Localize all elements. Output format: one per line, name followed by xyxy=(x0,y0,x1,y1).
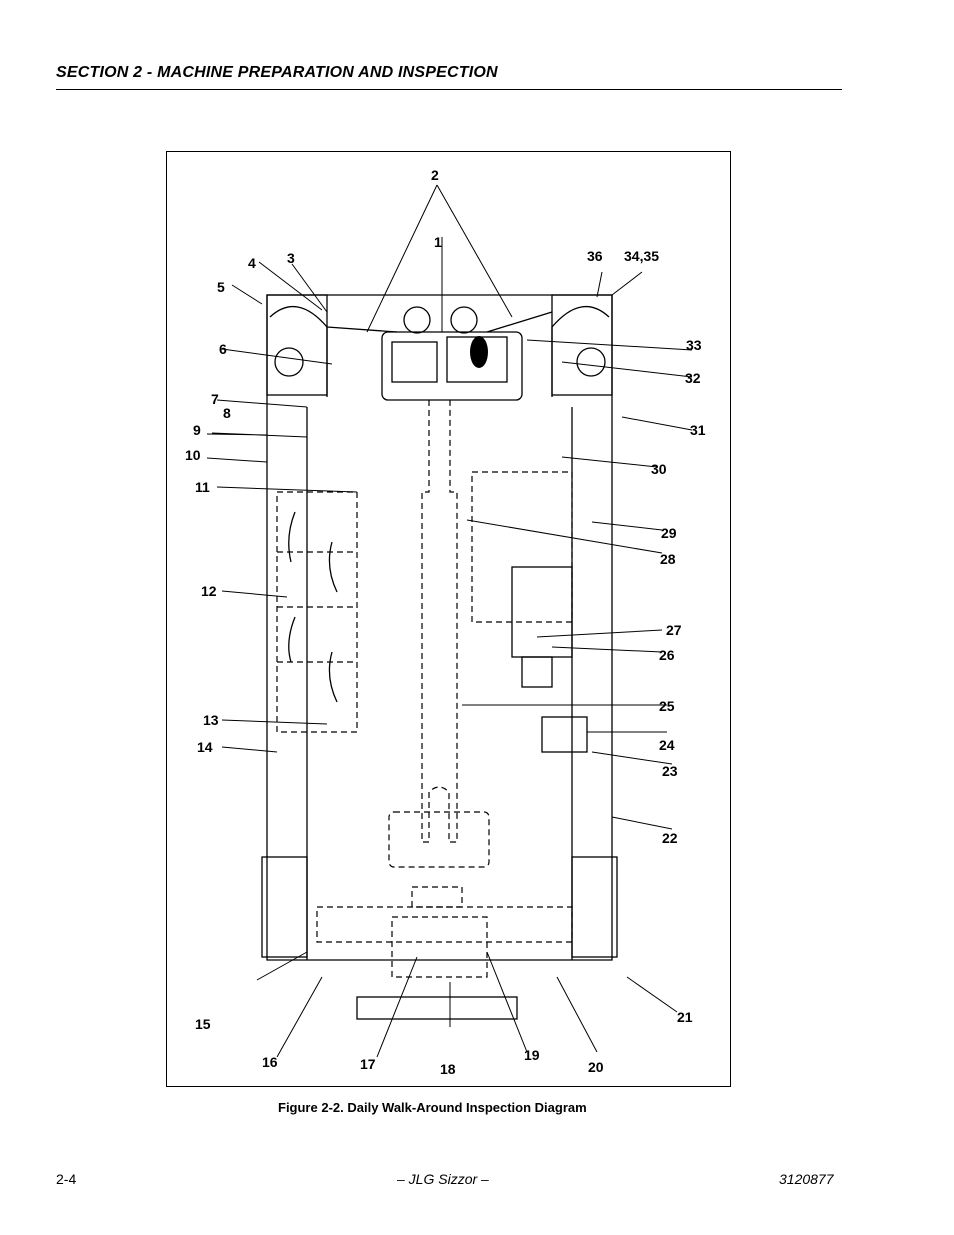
figure-caption: Figure 2-2. Daily Walk-Around Inspection… xyxy=(278,1100,587,1115)
frame-rails xyxy=(306,407,573,960)
control-box xyxy=(381,331,523,401)
callout-31: 31 xyxy=(690,422,706,438)
callout-34-35: 34,35 xyxy=(624,248,659,264)
callout-24: 24 xyxy=(659,737,675,753)
callout-15: 15 xyxy=(195,1016,211,1032)
callout-27: 27 xyxy=(666,622,682,638)
callout-33: 33 xyxy=(686,337,702,353)
callout-5: 5 xyxy=(217,279,225,295)
callout-7: 7 xyxy=(211,391,219,407)
callout-16: 16 xyxy=(262,1054,278,1070)
callout-22: 22 xyxy=(662,830,678,846)
callout-14: 14 xyxy=(197,739,213,755)
chassis-outline xyxy=(266,294,613,961)
callout-11: 11 xyxy=(195,479,210,495)
right-front-wheel xyxy=(576,347,606,377)
callout-23: 23 xyxy=(662,763,678,779)
rear-axle xyxy=(316,906,573,943)
header-rule xyxy=(56,89,842,90)
callout-25: 25 xyxy=(659,698,675,714)
callout-12: 12 xyxy=(201,583,217,599)
right-rear-wheel xyxy=(571,856,618,958)
callout-36: 36 xyxy=(587,248,603,264)
callout-21: 21 xyxy=(677,1009,693,1025)
footer-title: – JLG Sizzor – xyxy=(397,1171,489,1187)
callout-6: 6 xyxy=(219,341,227,357)
callout-10: 10 xyxy=(185,447,201,463)
callout-9: 9 xyxy=(193,422,201,438)
callout-4: 4 xyxy=(248,255,256,271)
callout-leader-lines xyxy=(206,261,693,1058)
callout-18: 18 xyxy=(440,1061,456,1077)
doc-number: 3120877 xyxy=(779,1171,834,1187)
callout-3: 3 xyxy=(287,250,295,266)
battery-pack xyxy=(276,491,358,733)
callout-13: 13 xyxy=(203,712,219,728)
callout-1: 1 xyxy=(434,234,442,250)
hydraulic-tank xyxy=(471,471,573,623)
inspection-diagram: 2 1 3 4 5 6 7 8 9 10 11 12 13 14 15 16 1… xyxy=(166,151,731,1087)
callout-8: 8 xyxy=(223,405,231,421)
callout-30: 30 xyxy=(651,461,667,477)
joystick xyxy=(470,336,488,368)
callout-26: 26 xyxy=(659,647,675,663)
machine-diagram-svg: 2 1 3 4 5 6 7 8 9 10 11 12 13 14 15 16 1… xyxy=(185,167,706,1077)
rear-step xyxy=(356,996,518,1020)
left-front-wheel-housing xyxy=(266,294,328,396)
scissor-arm xyxy=(421,400,458,843)
pump-motor xyxy=(511,566,573,658)
callout-32: 32 xyxy=(685,370,701,386)
left-front-wheel xyxy=(274,347,304,377)
callout-28: 28 xyxy=(660,551,676,567)
left-rear-wheel xyxy=(261,856,308,958)
callout-17: 17 xyxy=(360,1056,376,1072)
callout-20: 20 xyxy=(588,1059,604,1075)
callout-19: 19 xyxy=(524,1047,540,1063)
valve-block xyxy=(541,716,588,753)
callout-29: 29 xyxy=(661,525,677,541)
page-number: 2-4 xyxy=(56,1171,77,1187)
steering-linkage xyxy=(326,311,553,333)
callout-2: 2 xyxy=(431,167,439,183)
section-title: SECTION 2 - MACHINE PREPARATION AND INSP… xyxy=(56,64,498,81)
